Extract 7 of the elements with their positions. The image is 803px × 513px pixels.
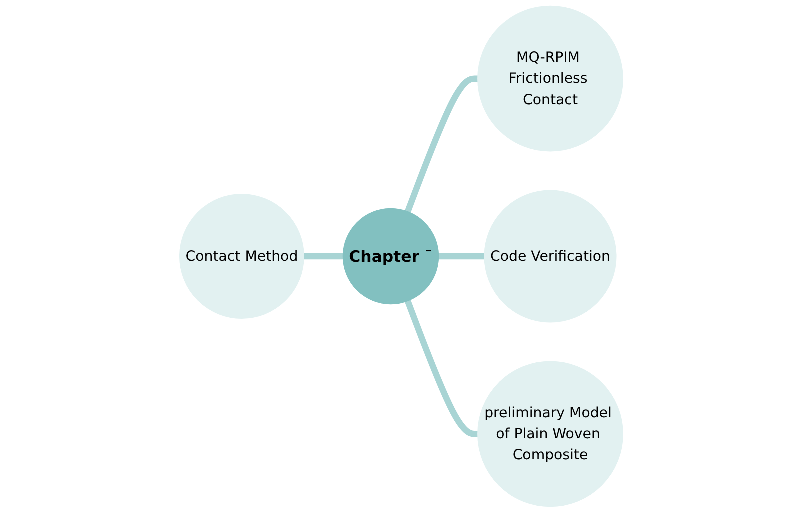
node-circle: Code Verification — [484, 190, 617, 323]
node-circle: preliminary Model of Plain Woven Composite — [478, 361, 624, 508]
node-circle: MQ-RPIM Frictionless Contact — [478, 6, 624, 152]
node-circle: Chapter ¯ — [342, 208, 440, 305]
connector — [304, 253, 344, 260]
connector — [438, 253, 485, 260]
node-circle: Contact Method — [180, 194, 304, 319]
